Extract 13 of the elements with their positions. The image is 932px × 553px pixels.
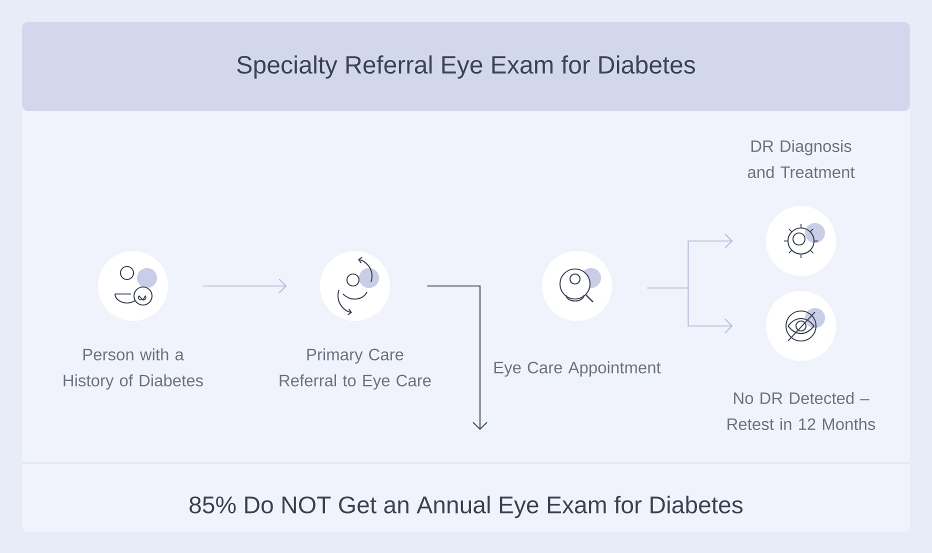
step-node: No DR Detected – Retest in 12 Months [728,291,876,430]
title-banner: Specialty Referral Eye Exam for Diabetes [22,22,910,111]
node-label: No DR Detected – Retest in 12 Months [728,392,876,430]
arrow [203,278,287,294]
arrow [427,285,488,430]
arrow [647,287,733,334]
node-label: DR Diagnosis and Treatment [748,140,855,178]
summary-text: 85% Do NOT Get an Annual Eye Exam for Diabetes [190,496,743,518]
node-label: Primary Care Referral to Eye Care [280,348,431,390]
node-label: Person with a History of Diabetes [64,348,203,390]
step-node: Primary Care Referral to Eye Care [280,251,431,390]
node-label: Eye Care Appointment [494,361,661,377]
step-node: DR Diagnosis and Treatment [748,140,855,276]
